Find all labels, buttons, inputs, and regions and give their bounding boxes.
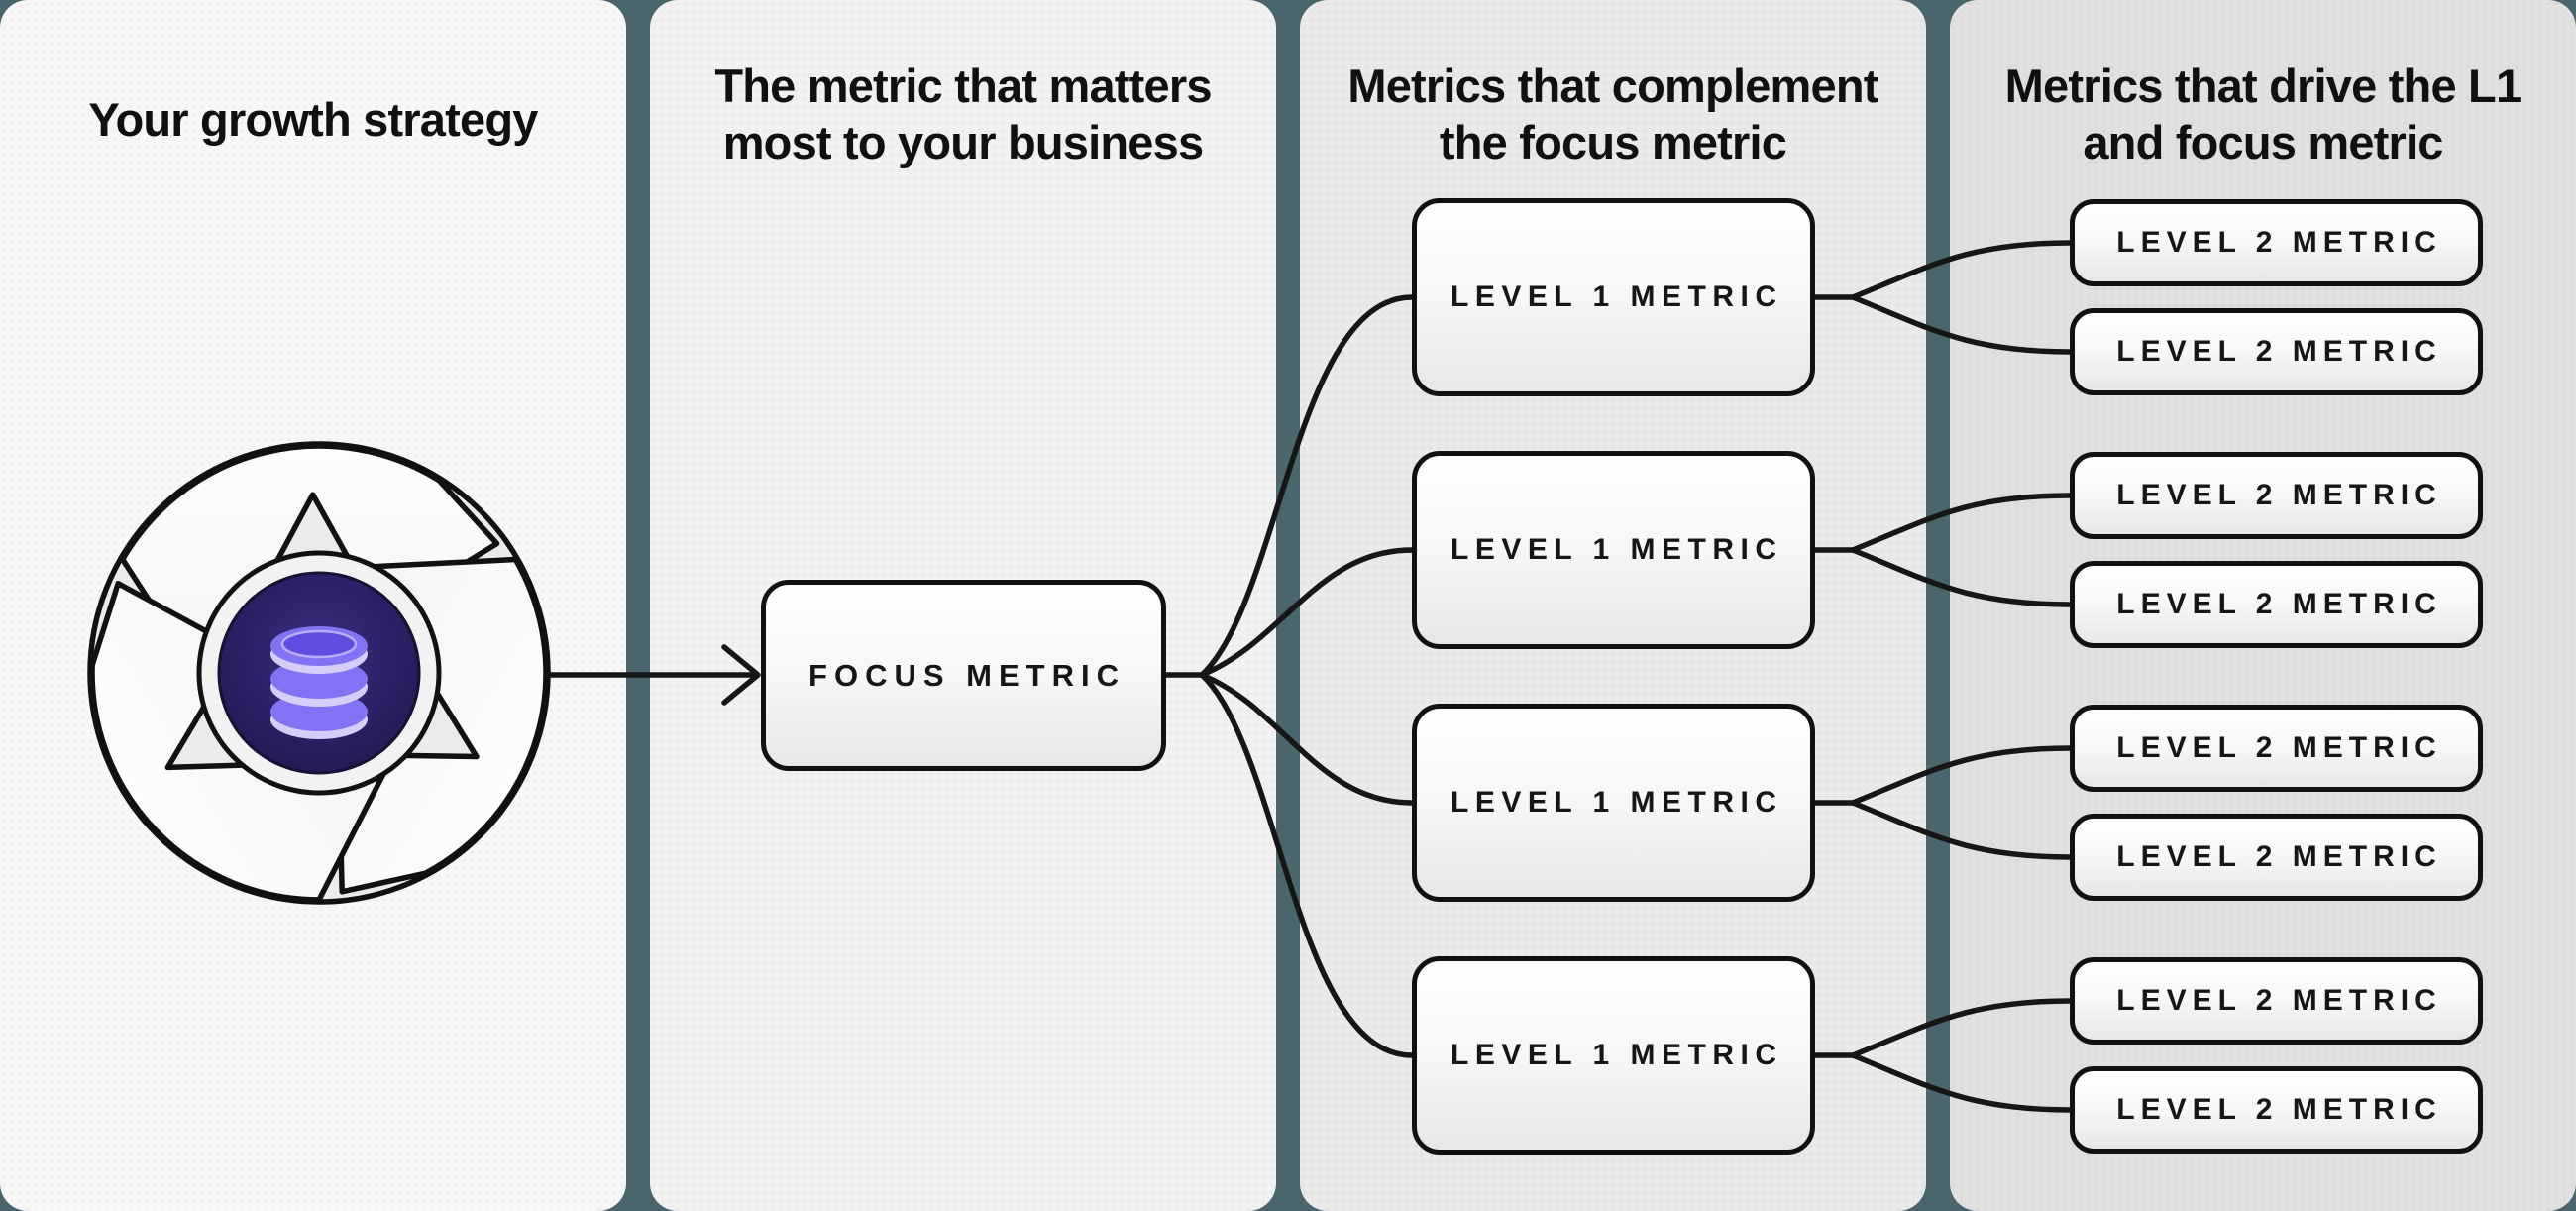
panel-growth-strategy-title: Your growth strategy: [0, 91, 626, 148]
level2-metric-label: LEVEL 2 METRIC: [2116, 731, 2442, 764]
title-line: Your growth strategy: [88, 93, 538, 146]
level2-metric-label: LEVEL 2 METRIC: [2116, 335, 2442, 368]
level2-metric-label: LEVEL 2 METRIC: [2116, 226, 2442, 259]
level2-metric-box: LEVEL 2 METRIC: [2070, 561, 2483, 648]
level2-metric-box: LEVEL 2 METRIC: [2070, 814, 2483, 901]
level2-metric-label: LEVEL 2 METRIC: [2116, 840, 2442, 873]
title-line: Metrics that complement: [1347, 59, 1878, 112]
level2-metric-box: LEVEL 2 METRIC: [2070, 308, 2483, 395]
level1-metric-box: LEVEL 1 METRIC: [1412, 451, 1815, 649]
title-line: The metric that matters: [714, 59, 1212, 112]
level1-metric-label: LEVEL 1 METRIC: [1450, 533, 1783, 566]
focus-metric-label: FOCUS METRIC: [808, 657, 1126, 693]
level2-metric-box: LEVEL 2 METRIC: [2070, 705, 2483, 792]
panel-level2-metrics-title: Metrics that drive the L1 and focus metr…: [1950, 57, 2576, 170]
level1-metric-label: LEVEL 1 METRIC: [1450, 280, 1783, 313]
level2-metric-label: LEVEL 2 METRIC: [2116, 588, 2442, 620]
level2-metric-label: LEVEL 2 METRIC: [2116, 479, 2442, 511]
title-line: Metrics that drive the L1: [2004, 59, 2522, 112]
level1-metric-label: LEVEL 1 METRIC: [1450, 786, 1783, 819]
level2-metric-box: LEVEL 2 METRIC: [2070, 1066, 2483, 1154]
level1-metric-label: LEVEL 1 METRIC: [1450, 1039, 1783, 1071]
panel-level1-metrics-title: Metrics that complement the focus metric: [1300, 57, 1926, 170]
level2-metric-box: LEVEL 2 METRIC: [2070, 957, 2483, 1045]
title-line: the focus metric: [1439, 116, 1787, 168]
title-line: most to your business: [722, 116, 1204, 168]
level2-metric-box: LEVEL 2 METRIC: [2070, 199, 2483, 286]
focus-metric-box: FOCUS METRIC: [761, 580, 1166, 771]
level2-metric-box: LEVEL 2 METRIC: [2070, 452, 2483, 539]
level1-metric-box: LEVEL 1 METRIC: [1412, 198, 1815, 396]
title-line: and focus metric: [2083, 116, 2443, 168]
level1-metric-box: LEVEL 1 METRIC: [1412, 704, 1815, 902]
panel-focus-metric-title: The metric that matters most to your bus…: [650, 57, 1276, 170]
level1-metric-box: LEVEL 1 METRIC: [1412, 956, 1815, 1155]
level2-metric-label: LEVEL 2 METRIC: [2116, 1093, 2442, 1126]
level2-metric-label: LEVEL 2 METRIC: [2116, 984, 2442, 1017]
